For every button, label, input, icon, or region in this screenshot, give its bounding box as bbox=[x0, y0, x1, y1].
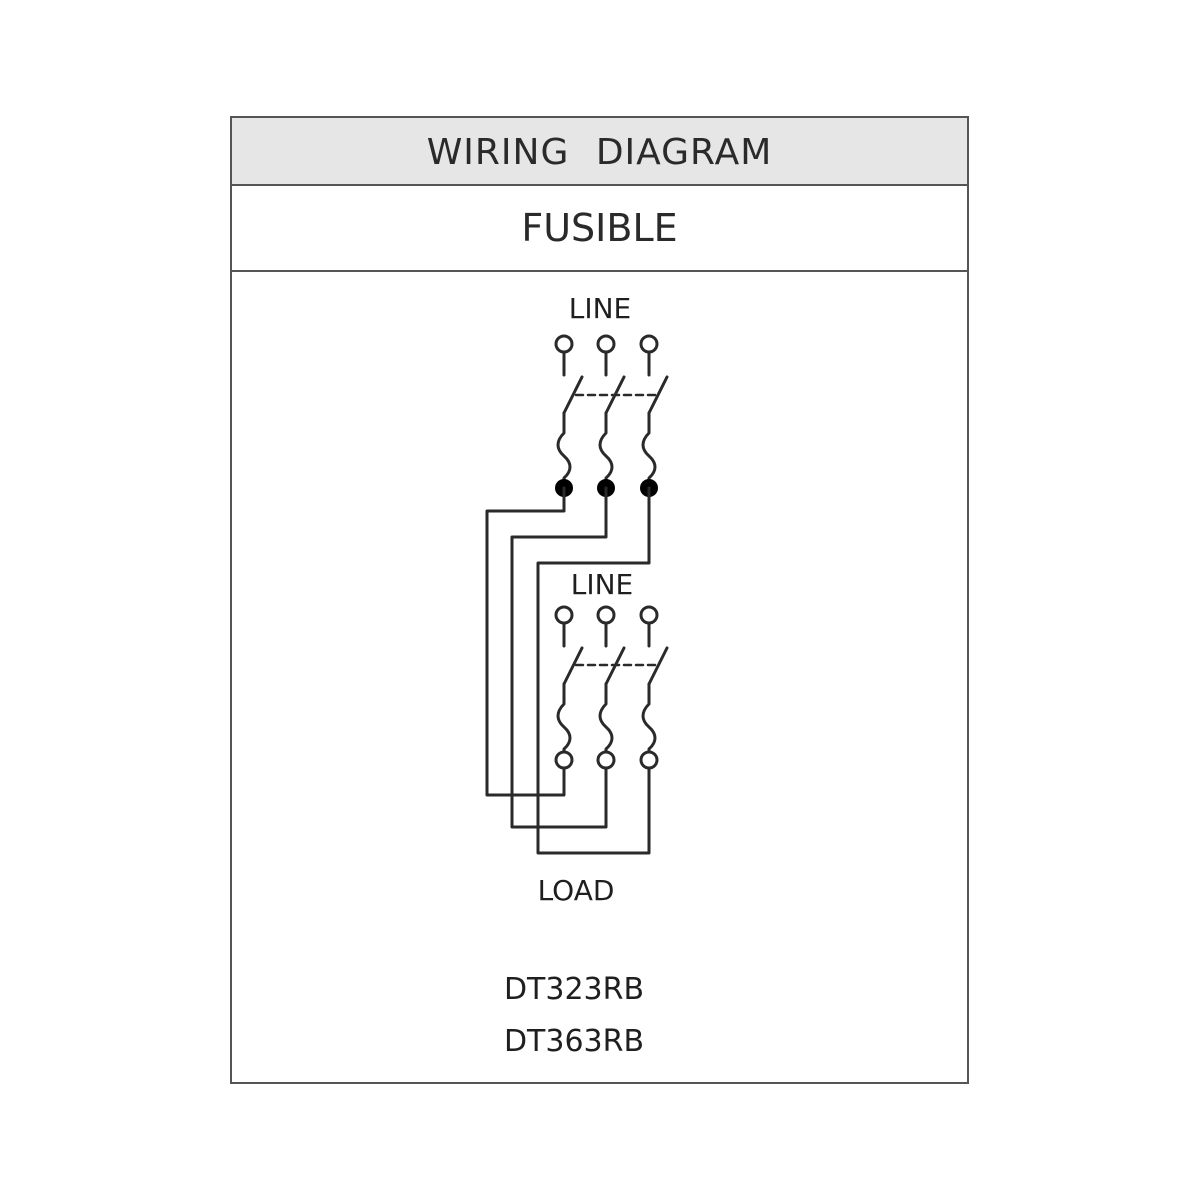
subtitle-band: FUSIBLE bbox=[232, 186, 967, 272]
lower-fuse-3 bbox=[641, 682, 657, 754]
upper-blade-3 bbox=[647, 375, 669, 415]
upper-terminal-2 bbox=[596, 334, 616, 354]
wire-phase-1 bbox=[485, 486, 566, 797]
load-terminal-3 bbox=[639, 750, 659, 770]
lower-blade-3 bbox=[647, 646, 669, 686]
model-number-1: DT323RB bbox=[504, 972, 644, 1007]
diagram-frame: WIRING DIAGRAM FUSIBLE bbox=[230, 116, 969, 1084]
wire-phase-2 bbox=[510, 486, 608, 829]
upper-terminal-1 bbox=[554, 334, 574, 354]
upper-fuse-2 bbox=[598, 411, 614, 489]
lower-terminal-3 bbox=[639, 605, 659, 625]
upper-fuse-3 bbox=[641, 411, 657, 489]
wire-phase-3 bbox=[536, 486, 651, 855]
upper-disconnect-switch bbox=[554, 334, 669, 497]
upper-line-label: LINE bbox=[569, 292, 632, 325]
upper-terminal-3 bbox=[639, 334, 659, 354]
load-terminal-2 bbox=[596, 750, 616, 770]
lower-terminal-2 bbox=[596, 605, 616, 625]
lower-terminal-1 bbox=[554, 605, 574, 625]
lower-blade-1 bbox=[562, 646, 584, 686]
diagram-subtitle: FUSIBLE bbox=[521, 206, 678, 250]
lower-fuse-1 bbox=[556, 682, 572, 754]
load-terminal-1 bbox=[554, 750, 574, 770]
title-band: WIRING DIAGRAM bbox=[232, 118, 967, 186]
model-number-2: DT363RB bbox=[504, 1024, 644, 1059]
load-label: LOAD bbox=[538, 874, 615, 907]
lower-disconnect-switch bbox=[554, 605, 669, 770]
lower-fuse-2 bbox=[598, 682, 614, 754]
interconnect-wires bbox=[485, 486, 651, 855]
lower-line-label: LINE bbox=[571, 568, 634, 601]
diagram-title: WIRING DIAGRAM bbox=[426, 132, 773, 173]
upper-fuse-1 bbox=[556, 411, 572, 489]
upper-blade-1 bbox=[562, 375, 584, 415]
